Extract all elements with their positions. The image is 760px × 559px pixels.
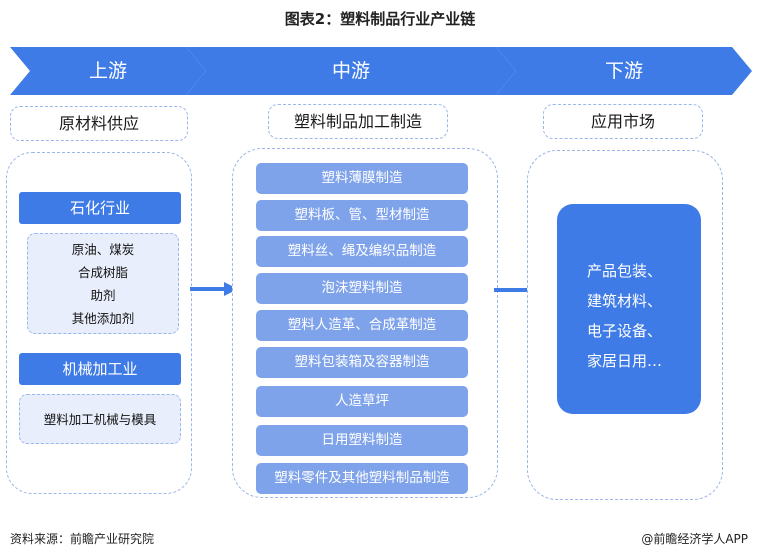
midstream-item: 泡沫塑料制造 — [256, 273, 468, 304]
stage-downstream: 下游 — [496, 47, 752, 95]
list-item: 合成树脂 — [77, 265, 128, 280]
application-market-box: 产品包装、 建筑材料、 电子设备、 家居日用… — [557, 204, 701, 414]
midstream-item: 塑料包装箱及容器制造 — [256, 347, 468, 378]
group-petrochemical-items: 原油、煤炭 合成树脂 助剂 其他添加剂 — [27, 233, 179, 334]
market-item: 电子设备、 — [587, 322, 663, 340]
stage-upstream: 上游 — [10, 47, 206, 95]
chevron-shape — [10, 47, 206, 95]
stage-midstream: 中游 — [186, 47, 516, 95]
group-machinery-items: 塑料加工机械与模具 — [19, 394, 181, 444]
group-petrochemical-label: 石化行业 — [19, 192, 181, 224]
source-note: 资料来源：前瞻产业研究院 — [10, 532, 155, 546]
group-machinery-label: 机械加工业 — [19, 353, 181, 385]
downstream-heading: 应用市场 — [543, 104, 703, 139]
list-item: 塑料加工机械与模具 — [43, 412, 157, 427]
list-item: 原油、煤炭 — [71, 242, 135, 257]
midstream-item: 人造草坪 — [256, 386, 468, 417]
chevron-shape — [496, 47, 752, 95]
midstream-heading: 塑料制品加工制造 — [268, 104, 448, 139]
market-item: 建筑材料、 — [587, 292, 663, 310]
list-item: 助剂 — [90, 288, 116, 303]
midstream-item: 塑料板、管、型材制造 — [256, 200, 468, 231]
stage-midstream-label: 中游 — [331, 60, 370, 82]
figure-title: 图表2：塑料制品行业产业链 — [284, 10, 476, 28]
midstream-item: 塑料零件及其他塑料制品制造 — [256, 463, 468, 494]
market-item: 产品包装、 — [587, 262, 663, 280]
market-item: 家居日用… — [587, 352, 663, 370]
midstream-item: 塑料薄膜制造 — [256, 163, 468, 194]
midstream-item: 日用塑料制造 — [256, 425, 468, 456]
stage-upstream-label: 上游 — [88, 60, 127, 82]
stage-downstream-label: 下游 — [604, 60, 643, 82]
upstream-heading: 原材料供应 — [10, 106, 188, 141]
midstream-item: 塑料人造革、合成革制造 — [256, 310, 468, 341]
chevron-shape — [186, 47, 516, 95]
flow-arrow-icon — [190, 282, 238, 296]
list-item: 其他添加剂 — [71, 311, 135, 326]
brand-credit: @前瞻经济学人APP — [641, 532, 748, 546]
midstream-item: 塑料丝、绳及编织品制造 — [256, 236, 468, 267]
